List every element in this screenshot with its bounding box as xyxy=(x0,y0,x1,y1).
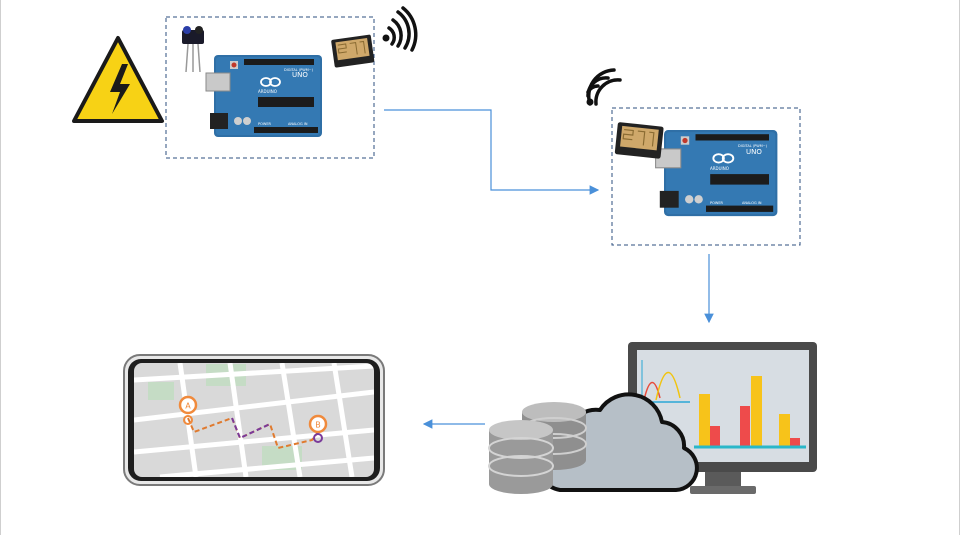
smartphone-map-icon: A B xyxy=(123,354,385,486)
wireless-signal-icon xyxy=(586,68,622,106)
board-label-arduino: ARDUINO xyxy=(258,89,277,94)
board-label-arduino-2: ARDUINO xyxy=(710,166,729,171)
receiver-node-box xyxy=(611,107,801,246)
wireless-signal-icon xyxy=(382,6,418,52)
board-label-digital-2: DIGITAL (PWM~) xyxy=(738,144,768,148)
high-voltage-warning-icon xyxy=(72,36,164,123)
board-label-uno: UNO xyxy=(292,71,308,79)
board-label-power-2: POWER xyxy=(710,201,724,205)
connector-sender-to-receiver xyxy=(384,109,600,195)
arduino-uno-board-icon: UNO ARDUINO DIGITAL (PWM~) POWER ANALOG … xyxy=(654,129,779,218)
board-label-analog: ANALOG IN xyxy=(288,122,308,126)
board-label-digital: DIGITAL (PWM~) xyxy=(284,68,314,72)
board-label-power: POWER xyxy=(258,122,272,126)
esp8266-module-icon xyxy=(330,33,376,69)
right-border xyxy=(959,0,960,535)
left-border xyxy=(0,0,1,535)
board-label-analog-2: ANALOG IN xyxy=(742,201,762,205)
arduino-uno-board-icon: UNO ARDUINO DIGITAL (PWM~) POWER ANALOG … xyxy=(205,54,323,138)
map-pin-start-label: A xyxy=(185,402,191,411)
esp8266-module-icon xyxy=(614,121,665,160)
cloud-database-icon xyxy=(488,392,699,494)
map-pin-end: B xyxy=(308,414,328,443)
map-pin-start: A xyxy=(178,395,198,425)
ir-sensor-icon xyxy=(182,26,204,73)
board-label-uno-2: UNO xyxy=(746,148,762,156)
map-pin-end-label: B xyxy=(315,421,321,430)
